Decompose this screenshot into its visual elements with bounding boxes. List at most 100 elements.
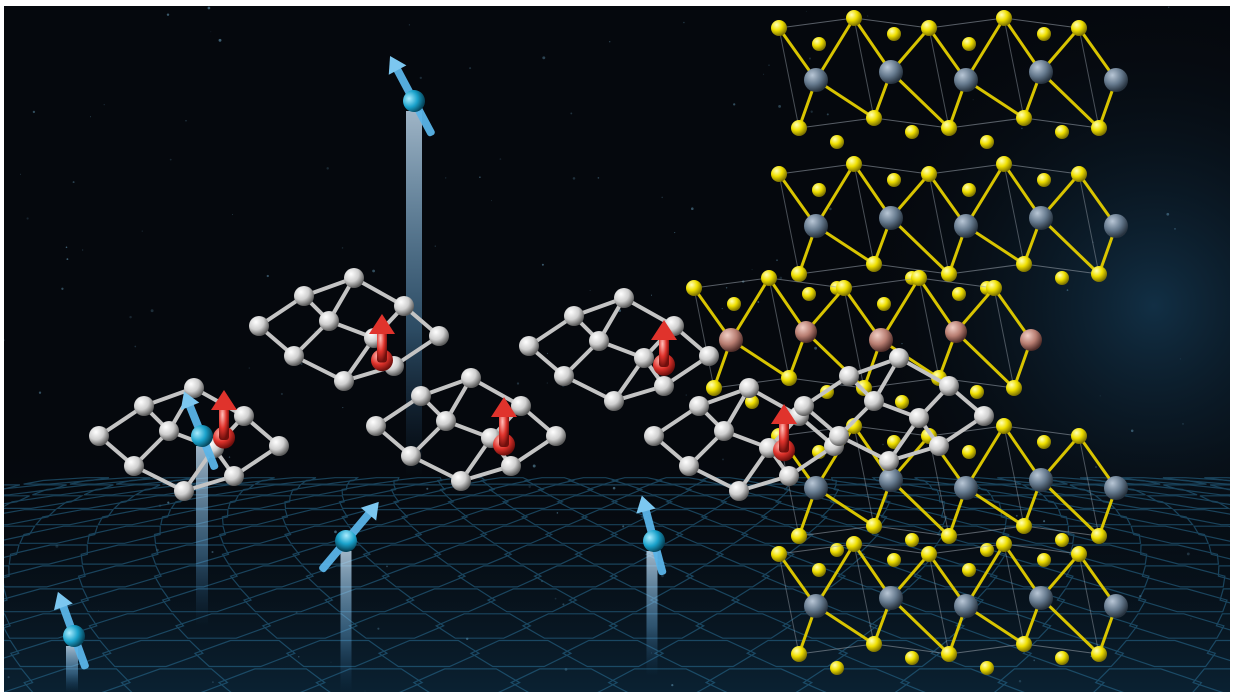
sulfur-atom [877, 297, 891, 311]
sulfur-atom [980, 661, 994, 675]
sulfur-atom [952, 287, 966, 301]
metal-atom [879, 586, 903, 610]
carbon-atom [794, 396, 814, 416]
sulfur-atom [1006, 380, 1022, 396]
sulfur-atom [986, 280, 1002, 296]
metal-atom [879, 206, 903, 230]
sulfur-atom [996, 418, 1012, 434]
sulfur-atom [1055, 651, 1069, 665]
sulfur-atom [1091, 646, 1107, 662]
sulfur-atom [706, 380, 722, 396]
sulfur-atom [941, 528, 957, 544]
carbon-atom [564, 306, 584, 326]
metal-atom [954, 214, 978, 238]
sulfur-atom [812, 37, 826, 51]
sulfur-atom [771, 546, 787, 562]
metal-atom [1104, 214, 1128, 238]
carbon-atom [234, 406, 254, 426]
carbon-atom [699, 346, 719, 366]
carbon-atom [429, 326, 449, 346]
carbon-atom [436, 411, 456, 431]
carbon-atom [461, 368, 481, 388]
sulfur-atom [866, 110, 882, 126]
sulfur-atom [830, 135, 844, 149]
metal-atom [804, 594, 828, 618]
carbon-atom [401, 446, 421, 466]
sulfur-atom [686, 280, 702, 296]
carbon-atom [689, 396, 709, 416]
carbon-atom [249, 316, 269, 336]
sulfur-atom [905, 533, 919, 547]
metal-atom [954, 476, 978, 500]
metal-atom [1104, 594, 1128, 618]
metal-atom [879, 468, 903, 492]
sulfur-atom [887, 553, 901, 567]
carbon-atom [174, 481, 194, 501]
sulfur-atom [1037, 435, 1051, 449]
sulfur-atom [1071, 546, 1087, 562]
doped-metal-atom [945, 321, 967, 343]
sulfur-atom [846, 10, 862, 26]
sulfur-atom [846, 536, 862, 552]
sulfur-atom [895, 395, 909, 409]
sulfur-atom [996, 156, 1012, 172]
carbon-atom [929, 436, 949, 456]
metal-atom [1104, 68, 1128, 92]
sulfur-atom [962, 37, 976, 51]
carbon-atom [546, 426, 566, 446]
sulfur-atom [962, 183, 976, 197]
illustration-frame [4, 6, 1230, 692]
carbon-atom [394, 296, 414, 316]
sulfur-atom [1037, 27, 1051, 41]
sulfur-atom [781, 370, 797, 386]
sulfur-atom [1091, 266, 1107, 282]
metal-atom [804, 214, 828, 238]
sulfur-atom [1016, 256, 1032, 272]
carbon-atom [879, 451, 899, 471]
metal-atom [1104, 476, 1128, 500]
sulfur-atom [887, 27, 901, 41]
sulfur-atom [791, 120, 807, 136]
metal-atom [1029, 60, 1053, 84]
carbon-atom [654, 376, 674, 396]
doped-metal-atom [869, 328, 893, 352]
sulfur-atom [771, 20, 787, 36]
sulfur-atom [905, 651, 919, 665]
sulfur-atom [830, 543, 844, 557]
carbon-atom [224, 466, 244, 486]
carbon-atom [89, 426, 109, 446]
carbon-atom [939, 376, 959, 396]
sulfur-atom [996, 10, 1012, 26]
carbon-atom [779, 466, 799, 486]
sulfur-atom [941, 120, 957, 136]
carbon-atom [864, 391, 884, 411]
metal-atom [1029, 586, 1053, 610]
carbon-atom [614, 288, 634, 308]
sulfur-atom [1016, 518, 1032, 534]
light-beam [406, 111, 422, 476]
sulfur-atom [1055, 125, 1069, 139]
metal-atom [804, 476, 828, 500]
sulfur-atom [1037, 173, 1051, 187]
carbon-atom [729, 481, 749, 501]
sulfur-atom [962, 445, 976, 459]
carbon-atom [344, 268, 364, 288]
sulfur-atom [812, 183, 826, 197]
metal-atom [954, 594, 978, 618]
carbon-atom [909, 408, 929, 428]
carbon-atom [829, 426, 849, 446]
doped-metal-atom [719, 328, 743, 352]
carbon-atom [159, 421, 179, 441]
carbon-atom [366, 416, 386, 436]
carbon-atom [124, 456, 144, 476]
sulfur-atom [830, 661, 844, 675]
sulfur-atom [791, 646, 807, 662]
sulfur-atom [812, 563, 826, 577]
sulfur-atom [962, 563, 976, 577]
carbon-atom [134, 396, 154, 416]
carbon-atom [889, 348, 909, 368]
sulfur-atom [1055, 533, 1069, 547]
doped-metal-atom [795, 321, 817, 343]
sulfur-atom [1091, 120, 1107, 136]
